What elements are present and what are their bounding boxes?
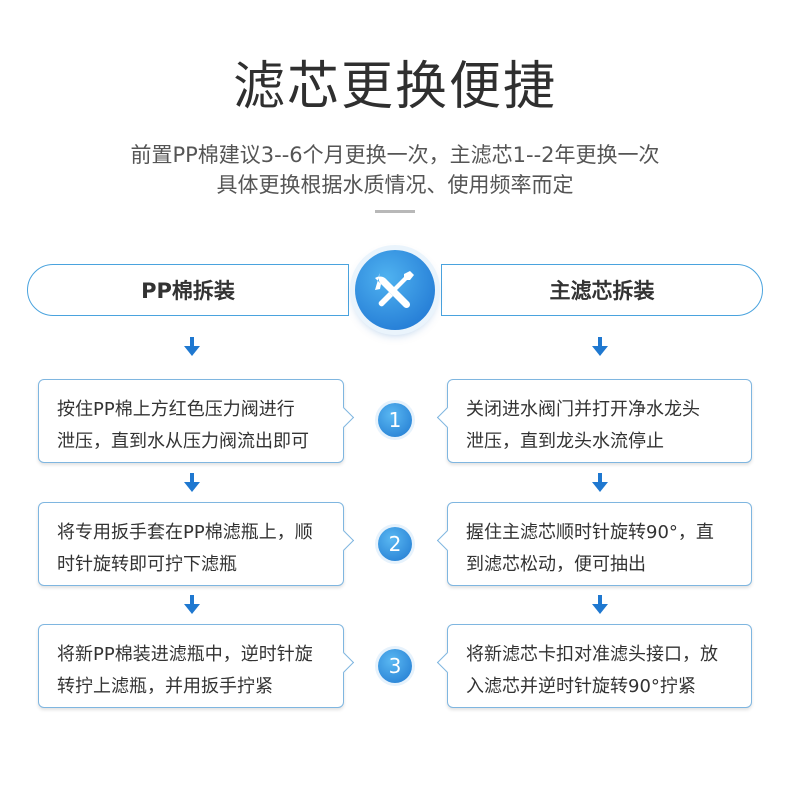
right-step-1: 关闭进水阀门并打开净水龙头 泄压，直到龙头水流停止: [436, 379, 752, 463]
right-heading-label: 主滤芯拆装: [549, 279, 655, 303]
step-text: 将新PP棉装进滤瓶中，逆时针旋: [57, 644, 313, 665]
left-step-1: 按住PP棉上方红色压力阀进行 泄压，直到水从压力阀流出即可: [38, 379, 355, 463]
down-arrow-icon: [184, 473, 200, 492]
step-text: 入滤芯并逆时针旋转90°拧紧: [466, 676, 696, 697]
step-text: 时针旋转即可拧下滤瓶: [57, 554, 237, 575]
down-arrow-icon: [184, 337, 200, 356]
step-text: 泄压，直到龙头水流停止: [466, 431, 664, 452]
right-column-heading: 主滤芯拆装: [441, 264, 763, 316]
left-step-3: 将新PP棉装进滤瓶中，逆时针旋 转拧上滤瓶，并用扳手拧紧: [38, 624, 355, 708]
wrench-screwdriver-icon: [355, 250, 435, 330]
page-title: 滤芯更换便捷: [232, 57, 557, 117]
pointer: [436, 529, 459, 552]
down-arrow-icon: [184, 595, 200, 614]
left-heading-label: PP棉拆装: [141, 279, 235, 303]
left-step-2: 将专用扳手套在PP棉滤瓶上，顺 时针旋转即可拧下滤瓶: [38, 502, 355, 586]
step-number-1: 1: [378, 403, 412, 437]
step-text: 转拧上滤瓶，并用扳手拧紧: [57, 676, 273, 697]
left-column-heading: PP棉拆装: [27, 264, 349, 316]
step-text: 泄压，直到水从压力阀流出即可: [57, 431, 309, 452]
step-text: 关闭进水阀门并打开净水龙头: [466, 399, 700, 420]
pointer: [332, 651, 355, 674]
pointer: [332, 406, 355, 429]
step-text: 将新滤芯卡扣对准滤头接口，放: [466, 644, 718, 665]
subtitle-line-1: 前置PP棉建议3--6个月更换一次，主滤芯1--2年更换一次: [130, 143, 660, 167]
pointer: [436, 406, 459, 429]
step-text: 到滤芯松动，便可抽出: [466, 554, 646, 575]
right-step-3: 将新滤芯卡扣对准滤头接口，放 入滤芯并逆时针旋转90°拧紧: [436, 624, 752, 708]
right-step-2: 握住主滤芯顺时针旋转90°，直 到滤芯松动，便可抽出: [436, 502, 752, 586]
step-text: 握住主滤芯顺时针旋转90°，直: [466, 522, 714, 543]
step-text: 将专用扳手套在PP棉滤瓶上，顺: [57, 522, 313, 543]
step-text: 按住PP棉上方红色压力阀进行: [57, 399, 295, 420]
down-arrow-icon: [592, 595, 608, 614]
down-arrow-icon: [592, 337, 608, 356]
divider: [375, 210, 415, 213]
pointer: [332, 529, 355, 552]
down-arrow-icon: [592, 473, 608, 492]
step-number-2: 2: [378, 527, 412, 561]
subtitle-line-2: 具体更换根据水质情况、使用频率而定: [216, 173, 574, 197]
step-number-3: 3: [378, 649, 412, 683]
pointer: [436, 651, 459, 674]
